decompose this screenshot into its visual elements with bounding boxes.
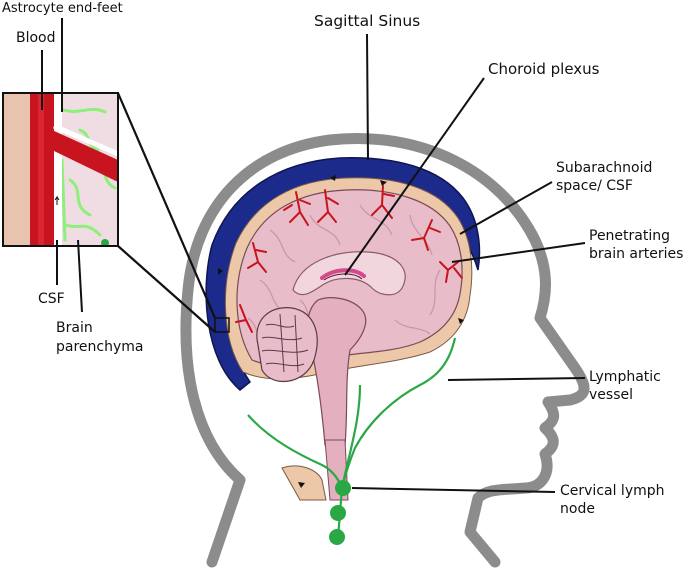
label-choroid-plexus: Choroid plexus <box>488 60 600 78</box>
corpus-callosum <box>292 251 406 296</box>
zoom-source-box <box>214 317 230 333</box>
choroid-plexus-edge <box>323 273 363 281</box>
zoom-connectors <box>116 92 217 333</box>
lymph-node-2 <box>330 505 346 521</box>
lymph-node-1 <box>335 480 351 496</box>
penetrating-arteries <box>235 185 463 333</box>
leader-lymphatic <box>447 377 586 381</box>
label-sagittal-sinus: Sagittal Sinus <box>314 12 420 30</box>
leader-lines <box>41 18 586 493</box>
leader-subarachnoid <box>459 181 553 235</box>
leader-arteries <box>451 242 586 263</box>
cervical-lymph-nodes <box>329 480 351 545</box>
leader-parenchyma <box>77 239 83 313</box>
label-subarachnoid: Subarachnoid space/ CSF <box>556 160 657 194</box>
lymph-node-3 <box>329 529 345 545</box>
label-blood: Blood <box>16 30 56 46</box>
label-csf-inset: CSF <box>38 291 65 307</box>
label-penetrating-arteries: Penetrating brain arteries <box>589 228 683 262</box>
csf-flow-arrows <box>218 175 464 488</box>
label-brain-parenchyma: Brain parenchyma <box>56 320 143 355</box>
inset-zoom <box>2 92 120 247</box>
leader-node <box>351 487 556 493</box>
choroid-plexus <box>320 268 366 280</box>
leader-choroid <box>344 77 485 276</box>
head-outline <box>180 133 590 568</box>
label-cervical-lymph-node: Cervical lymph node <box>560 483 669 517</box>
cerebellum <box>256 307 318 383</box>
label-lymphatic-vessel: Lymphatic vessel <box>589 369 665 403</box>
leader-sinus <box>366 33 369 161</box>
label-astrocyte-end-feet: Astrocyte end-feet <box>2 1 123 16</box>
